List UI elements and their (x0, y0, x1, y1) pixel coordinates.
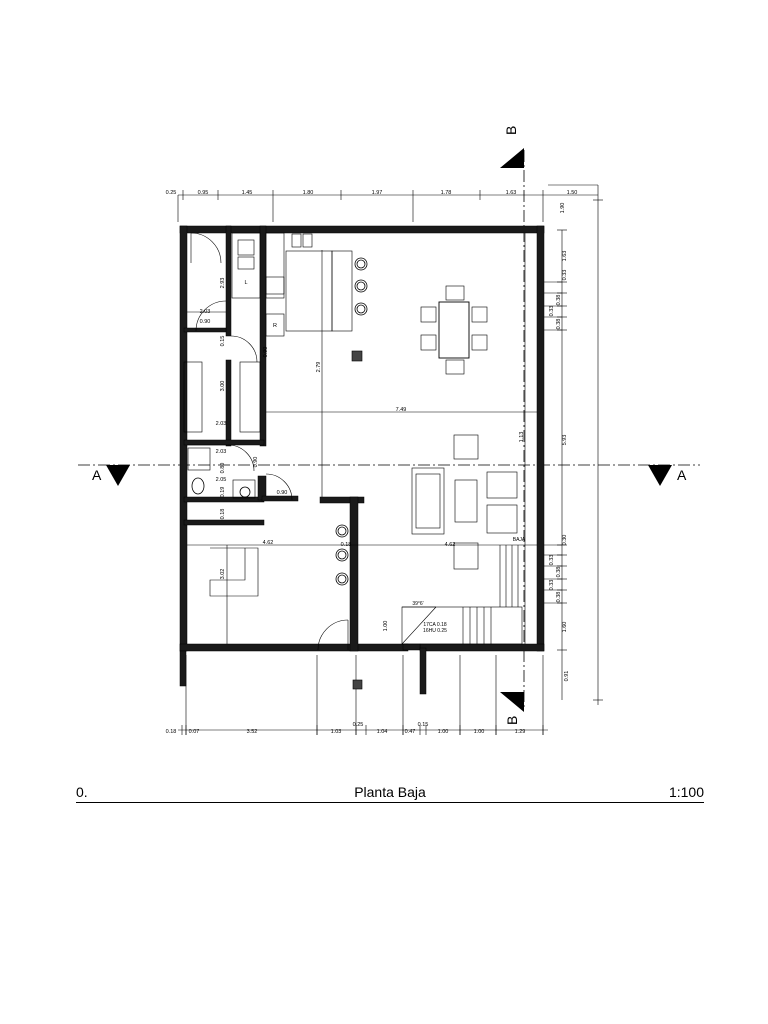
dim-interior: 4.62 (445, 542, 456, 548)
dim-right: 1.90 (560, 203, 566, 214)
dim-interior: 3.02 (220, 569, 226, 580)
title-block: 0. Planta Baja 1:100 (76, 784, 704, 803)
column-marker (351, 350, 363, 362)
dim-bottom: 0.15 (418, 722, 429, 728)
dim-right: 0.38 (556, 295, 562, 306)
dim-interior: 4.62 (263, 540, 274, 546)
stair-steps-b: 16HU 0.25 (423, 628, 447, 634)
dim-bottom: 0.18 (166, 729, 177, 735)
section-label-a-left: A (92, 467, 102, 483)
dim-right: 0.33 (562, 270, 568, 281)
dim-right: 0.30 (562, 535, 568, 546)
stair-steps-a: 17CA 0.18 (423, 622, 447, 628)
dim-bottom: 3.52 (247, 729, 258, 735)
dim-right: 0.33 (549, 306, 555, 317)
dim-right: 0.91 (564, 671, 570, 682)
section-label-a-right: A (677, 467, 687, 483)
dim-top: 1.45 (242, 190, 253, 196)
dim-interior: 0.90 (263, 347, 269, 358)
dim-interior: 0.90 (200, 319, 211, 325)
drawing-number: 0. (76, 784, 88, 800)
dim-right: 0.33 (549, 555, 555, 566)
dim-bottom: 0.47 (405, 729, 416, 735)
section-label-b-bottom: B (504, 716, 520, 725)
dim-top: 0.95 (198, 190, 209, 196)
dim-interior: 3.00 (220, 381, 226, 392)
dim-bottom: 1.00 (474, 729, 485, 735)
section-marker-a-left (106, 465, 130, 486)
dim-interior: 7.49 (396, 407, 407, 413)
sink-label: L (244, 280, 247, 286)
section-marker-a-right (648, 465, 672, 486)
dim-interior: 2.93 (220, 278, 226, 289)
dim-right: 0.38 (556, 567, 562, 578)
dim-interior: 2.03 (216, 449, 227, 455)
dim-bottom: 0.07 (189, 729, 200, 735)
dim-bottom: 1.29 (515, 729, 526, 735)
section-marker-b-bottom (500, 692, 524, 712)
stair-label: BAJA (513, 537, 526, 543)
dim-interior: 0.90 (253, 457, 259, 468)
dim-top: 1.50 (567, 190, 578, 196)
section-label-b-top: B (503, 126, 519, 135)
dim-top: 1.63 (506, 190, 517, 196)
fridge-label: R (273, 323, 277, 329)
stair-angle: 39°6' (412, 601, 423, 607)
dim-right: 0.38 (556, 319, 562, 330)
dim-interior: 0.80 (220, 463, 226, 474)
dim-interior: 0.90 (277, 490, 288, 496)
dim-interior: 0.18 (341, 542, 352, 548)
column-marker (352, 679, 363, 690)
dim-interior: 2.05 (216, 477, 227, 483)
dim-top: 1.78 (441, 190, 452, 196)
drawing-title: Planta Baja (354, 784, 426, 800)
dim-bottom: 1.00 (438, 729, 449, 735)
dim-right: 0.33 (549, 580, 555, 591)
dim-bottom: 1.04 (377, 729, 388, 735)
dim-bottom: 1.03 (331, 729, 342, 735)
drawing-scale: 1:100 (668, 784, 704, 800)
dim-interior: 1.00 (383, 621, 389, 632)
dim-right: 1.63 (562, 251, 568, 262)
section-marker-b-top (500, 148, 524, 168)
dim-interior: 2.03 (216, 421, 227, 427)
dim-interior: 0.18 (220, 509, 226, 520)
dim-bottom: 0.25 (353, 722, 364, 728)
dim-interior: 0.19 (220, 487, 226, 498)
dim-interior: 0.15 (220, 336, 226, 347)
dim-interior: 1.13 (519, 432, 525, 443)
dim-top: 0.25 (166, 190, 177, 196)
dim-interior: 2.03 (200, 309, 211, 315)
dim-right: 5.93 (562, 435, 568, 446)
dim-top: 1.97 (372, 190, 383, 196)
dim-top: 1.80 (303, 190, 314, 196)
dim-right: 1.60 (562, 622, 568, 633)
dim-interior: 2.79 (316, 362, 322, 373)
dim-right: 0.38 (556, 592, 562, 603)
